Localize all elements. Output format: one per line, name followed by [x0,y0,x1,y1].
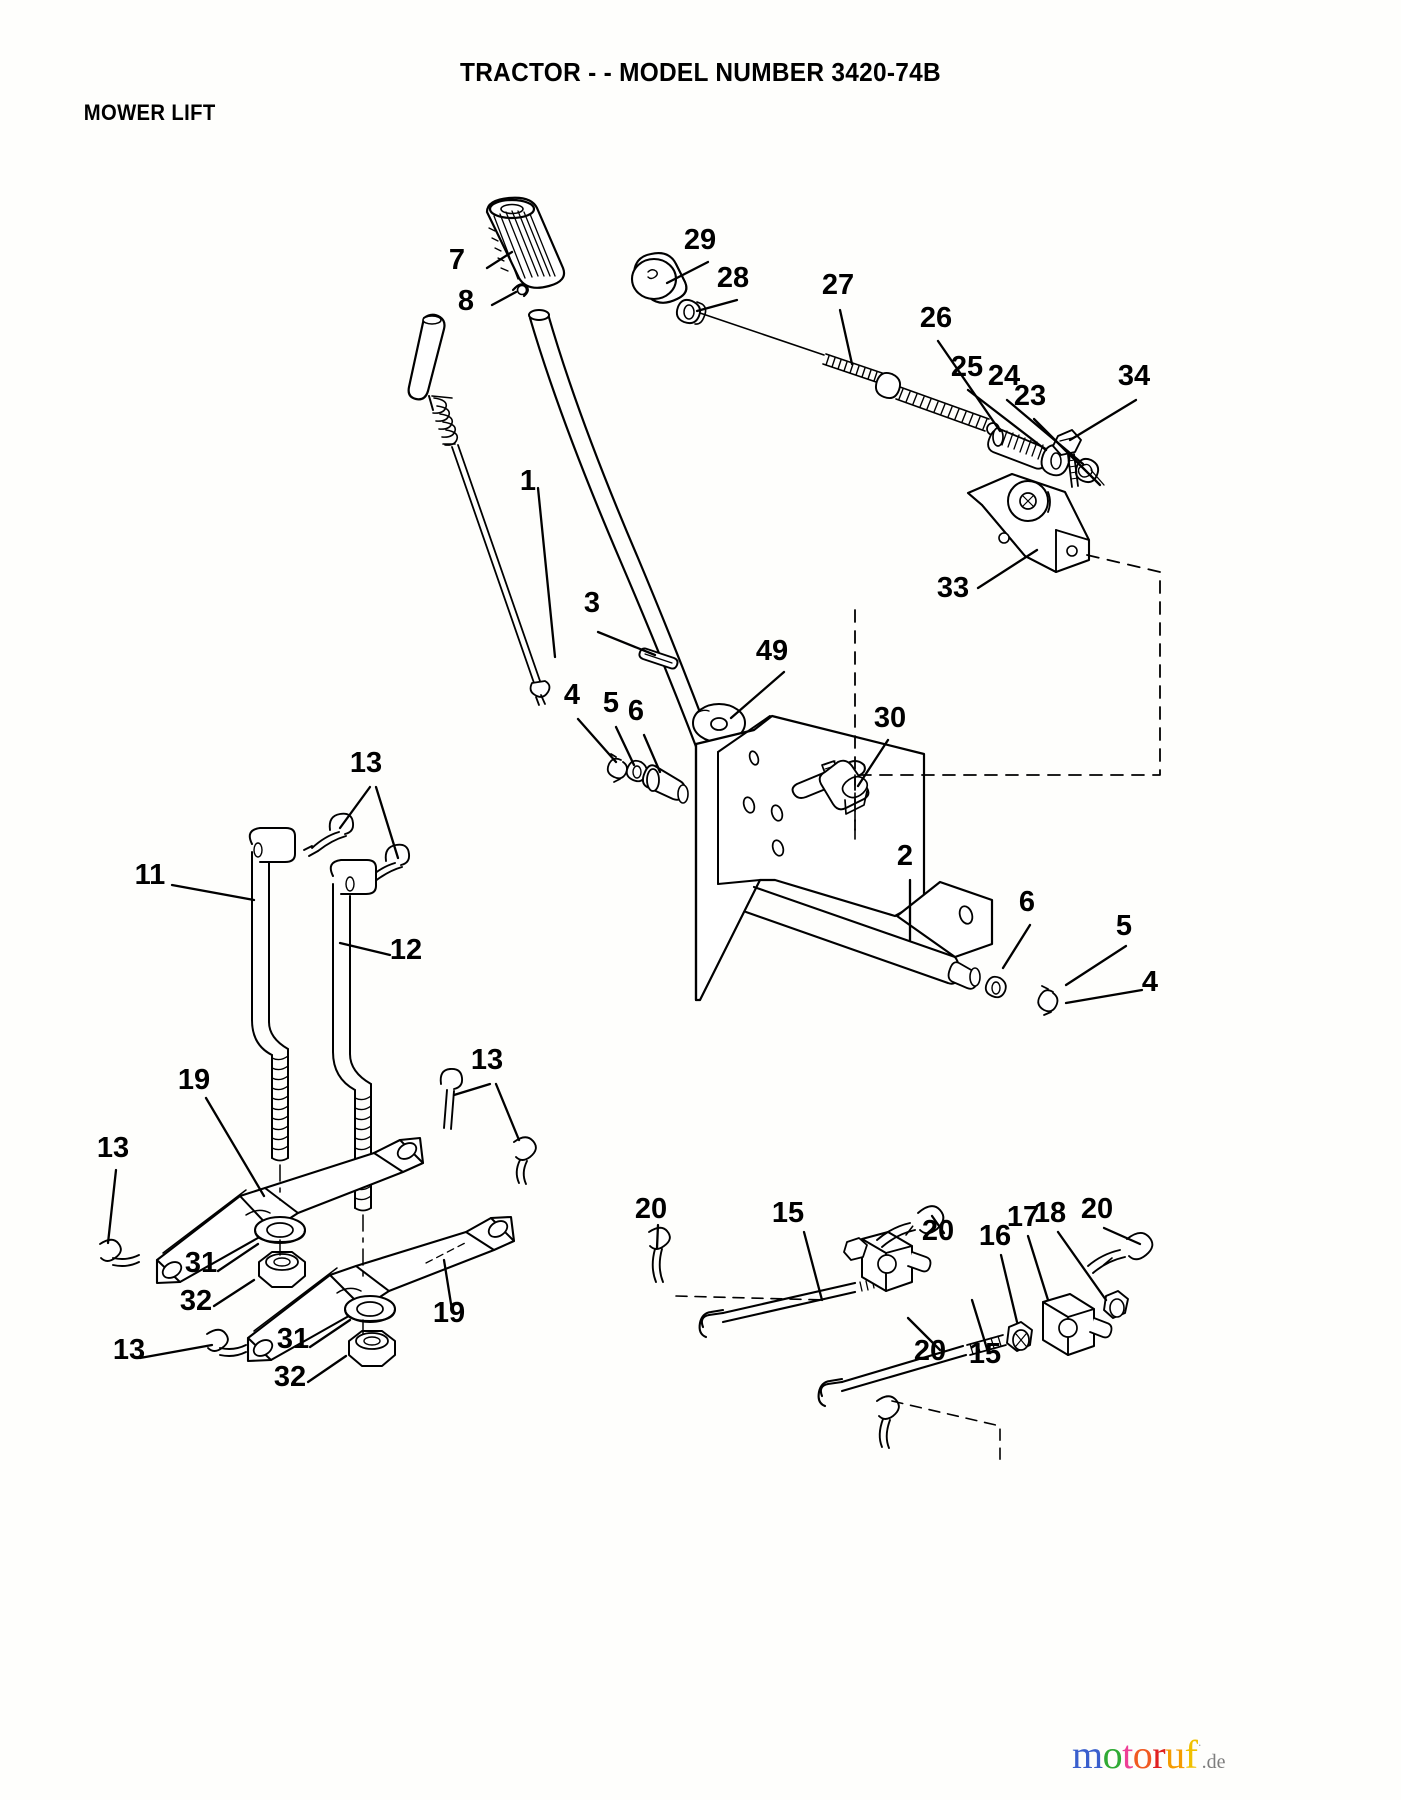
part-13-hairpin-mid [439,1067,464,1130]
callout-4-right: 4 [1142,966,1158,998]
part-15-suspension-arm-upper [698,1231,932,1339]
callout-15-lower: 15 [969,1338,1001,1370]
callout-19-lower: 19 [433,1297,465,1329]
callout-34: 34 [1118,360,1150,392]
motoruf-watermark: motoruf˙.de [1072,1735,1225,1775]
part-1-lift-link-rod [407,313,551,706]
wm-letter-f: f [1184,1732,1198,1777]
part-28-washer [675,298,707,325]
callout-4-left: 4 [564,679,580,711]
part-20-hairpin-d [876,1395,900,1449]
callout-30: 30 [874,702,906,734]
part-23-lock-nut [1090,469,1105,486]
callout-20-d: 20 [914,1335,946,1367]
part-19-lift-link-arm-lower [246,1215,516,1363]
part-13-hairpin-right [513,1136,537,1185]
callout-25: 25 [951,351,983,383]
assembly-guide-lines [854,554,1161,831]
callout-24: 24 [988,360,1020,392]
callout-7: 7 [449,244,465,276]
part-33-pivot-bracket [966,472,1091,574]
part-17-bracket-block [1042,1293,1113,1356]
callout-20-c: 20 [1081,1193,1113,1225]
part-49-washer [692,703,746,743]
part-32-nut-upper [258,1251,306,1288]
part-26-spring-sleeve [987,427,1050,470]
page-title: TRACTOR - - MODEL NUMBER 3420-74B [460,57,941,87]
callout-16: 16 [979,1220,1011,1252]
part-20-hairpin-a [648,1226,671,1283]
callout-13-mid: 13 [471,1044,503,1076]
part-2-lift-lever [528,309,718,759]
wm-suffix: .de [1201,1751,1226,1773]
wm-letter-t: t [1122,1732,1133,1777]
part-19-lift-link-arm-upper [155,1136,425,1285]
part-13-hairpin-lower-left-2 [206,1328,247,1357]
callout-32-lower: 32 [274,1361,306,1393]
part-13-hairpin-lower-left-1 [99,1238,140,1267]
part-32-nut-lower [348,1330,396,1367]
callout-13-left: 13 [97,1132,129,1164]
callout-leaders [106,250,1144,1384]
callout-27: 27 [822,269,854,301]
part-5-washer-left [625,759,648,783]
callout-5-right: 5 [1116,910,1132,942]
callout-11: 11 [135,859,166,891]
part-16-nut [1006,1321,1033,1352]
callout-2: 2 [897,840,913,872]
part-8-pin [511,283,529,298]
callout-29: 29 [684,224,716,256]
part-6-bushing-right [947,961,981,990]
callout-26: 26 [920,302,952,334]
wm-letter-r: r [1152,1732,1166,1777]
section-title: MOWER LIFT [83,100,216,125]
callout-12: 12 [390,934,422,966]
callout-17: 17 [1007,1201,1039,1233]
part-31-spacer-upper [254,1216,306,1244]
callout-23: 23 [1014,380,1046,412]
wm-dot: ˙ [1197,1742,1202,1758]
part-30-trunnion [818,759,870,815]
centerlines-lower-left [279,1164,364,1335]
part-20-hairpin-c [1087,1232,1154,1274]
callout-31-upper: 31 [185,1247,217,1279]
callout-19-upper: 19 [178,1064,210,1096]
callout-8: 8 [458,285,474,317]
callout-31-lower: 31 [277,1323,309,1355]
wm-letter-u: u [1165,1732,1185,1777]
callout-33: 33 [937,572,969,604]
callout-49: 49 [756,635,788,667]
callout-1: 1 [520,465,536,497]
assembly-guide-lower-right [675,1221,1113,1461]
part-27-adjusting-screw [699,312,1000,436]
wm-letter-m: m [1072,1732,1103,1777]
callout-20-b: 20 [922,1215,954,1247]
callout-18: 18 [1034,1197,1066,1229]
callout-13-top: 13 [350,747,382,779]
part-18-pin [1103,1290,1129,1319]
callout-5-left: 5 [603,687,619,719]
callout-20-a: 20 [635,1193,667,1225]
callout-32-upper: 32 [180,1285,212,1317]
part-7-knob-grip [485,196,566,289]
callout-number-group: 1 2 3 4 5 6 49 30 6 5 4 7 8 29 28 27 26 … [97,224,1158,1393]
callout-15-upper: 15 [772,1197,804,1229]
part-4-retaining-ring-left [606,753,628,783]
callout-6-left: 6 [628,695,644,727]
part-20-hairpin-b [876,1205,945,1248]
part-6-bushing-left [641,764,689,804]
part-4-retaining-ring-right [1037,985,1059,1016]
central-mounting-plate [694,714,994,1002]
callout-13-bottom-left: 13 [113,1334,145,1366]
callout-3: 3 [584,587,600,619]
part-5-washer-right [984,975,1007,999]
part-29-knob [630,252,688,304]
wm-letter-o2: o [1132,1732,1153,1777]
wm-letter-o1: o [1102,1732,1123,1777]
part-31-spacer-lower [344,1295,396,1323]
callout-28: 28 [717,262,749,294]
callout-6-right: 6 [1019,886,1035,918]
part-11-lift-rod-left [248,827,296,1162]
